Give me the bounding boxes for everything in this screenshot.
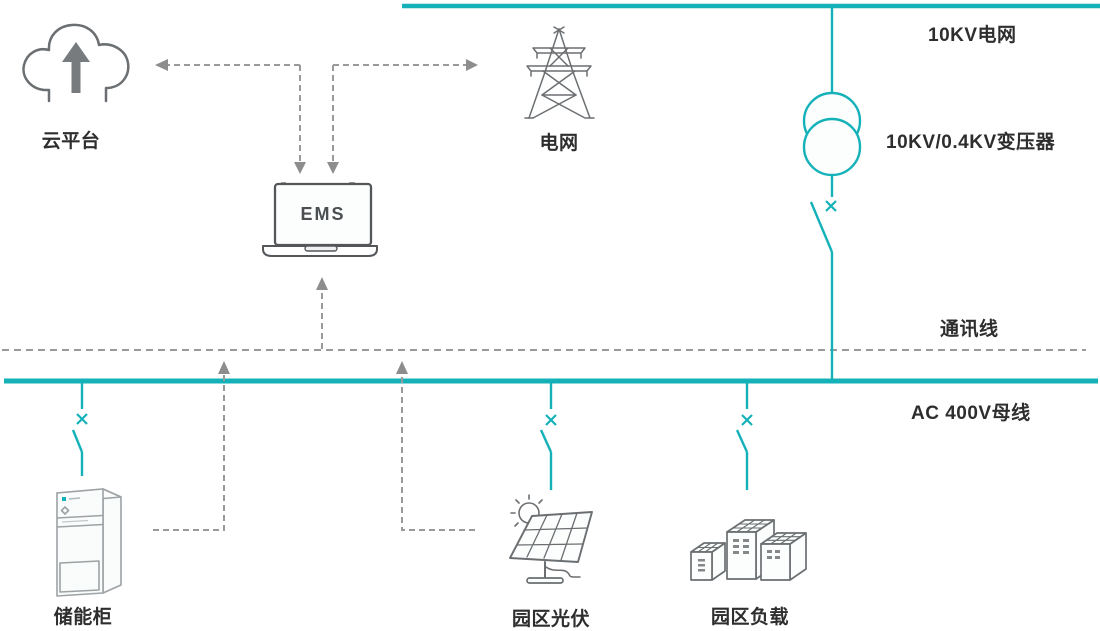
storage-branch <box>71 383 88 476</box>
pv-branch <box>539 383 557 490</box>
grid-tower-icon <box>524 26 595 119</box>
transformer-annotation: 10KV/0.4KV变压器 <box>886 132 1056 153</box>
ems-laptop-icon <box>262 182 378 257</box>
breaker-switch-icon <box>539 414 557 453</box>
breaker-switch-icon <box>809 200 837 253</box>
cloud-label: 云平台 <box>41 131 101 152</box>
pv-commline-dashed-arrow <box>396 361 475 531</box>
comm-line-annotation: 通讯线 <box>940 319 999 340</box>
grid-label: 电网 <box>539 133 579 154</box>
transformer-branch <box>802 7 862 379</box>
ac-bus-annotation: AC 400V母线 <box>911 403 1031 424</box>
buildings-icon <box>690 519 807 581</box>
load-branch <box>735 383 753 490</box>
load-label: 园区负载 <box>710 607 789 628</box>
ems-cloud-dashed-arrow <box>155 59 306 174</box>
solar-panel-icon <box>509 494 593 584</box>
ems-commline-dashed-arrow <box>316 277 328 349</box>
cloud-upload-icon <box>22 23 130 103</box>
grid-10kv-annotation: 10KV电网 <box>928 25 1017 46</box>
ems-grid-dashed-arrow <box>327 59 478 174</box>
pv-label: 园区光伏 <box>511 609 590 630</box>
ems-label: EMS <box>300 204 346 224</box>
storage-cabinet-icon <box>56 488 122 597</box>
storage-commline-dashed-arrow <box>153 361 230 531</box>
transformer-icon <box>802 91 862 177</box>
storage-label: 储能柜 <box>53 607 113 628</box>
breaker-switch-icon <box>71 413 88 453</box>
breaker-switch-icon <box>735 414 753 453</box>
